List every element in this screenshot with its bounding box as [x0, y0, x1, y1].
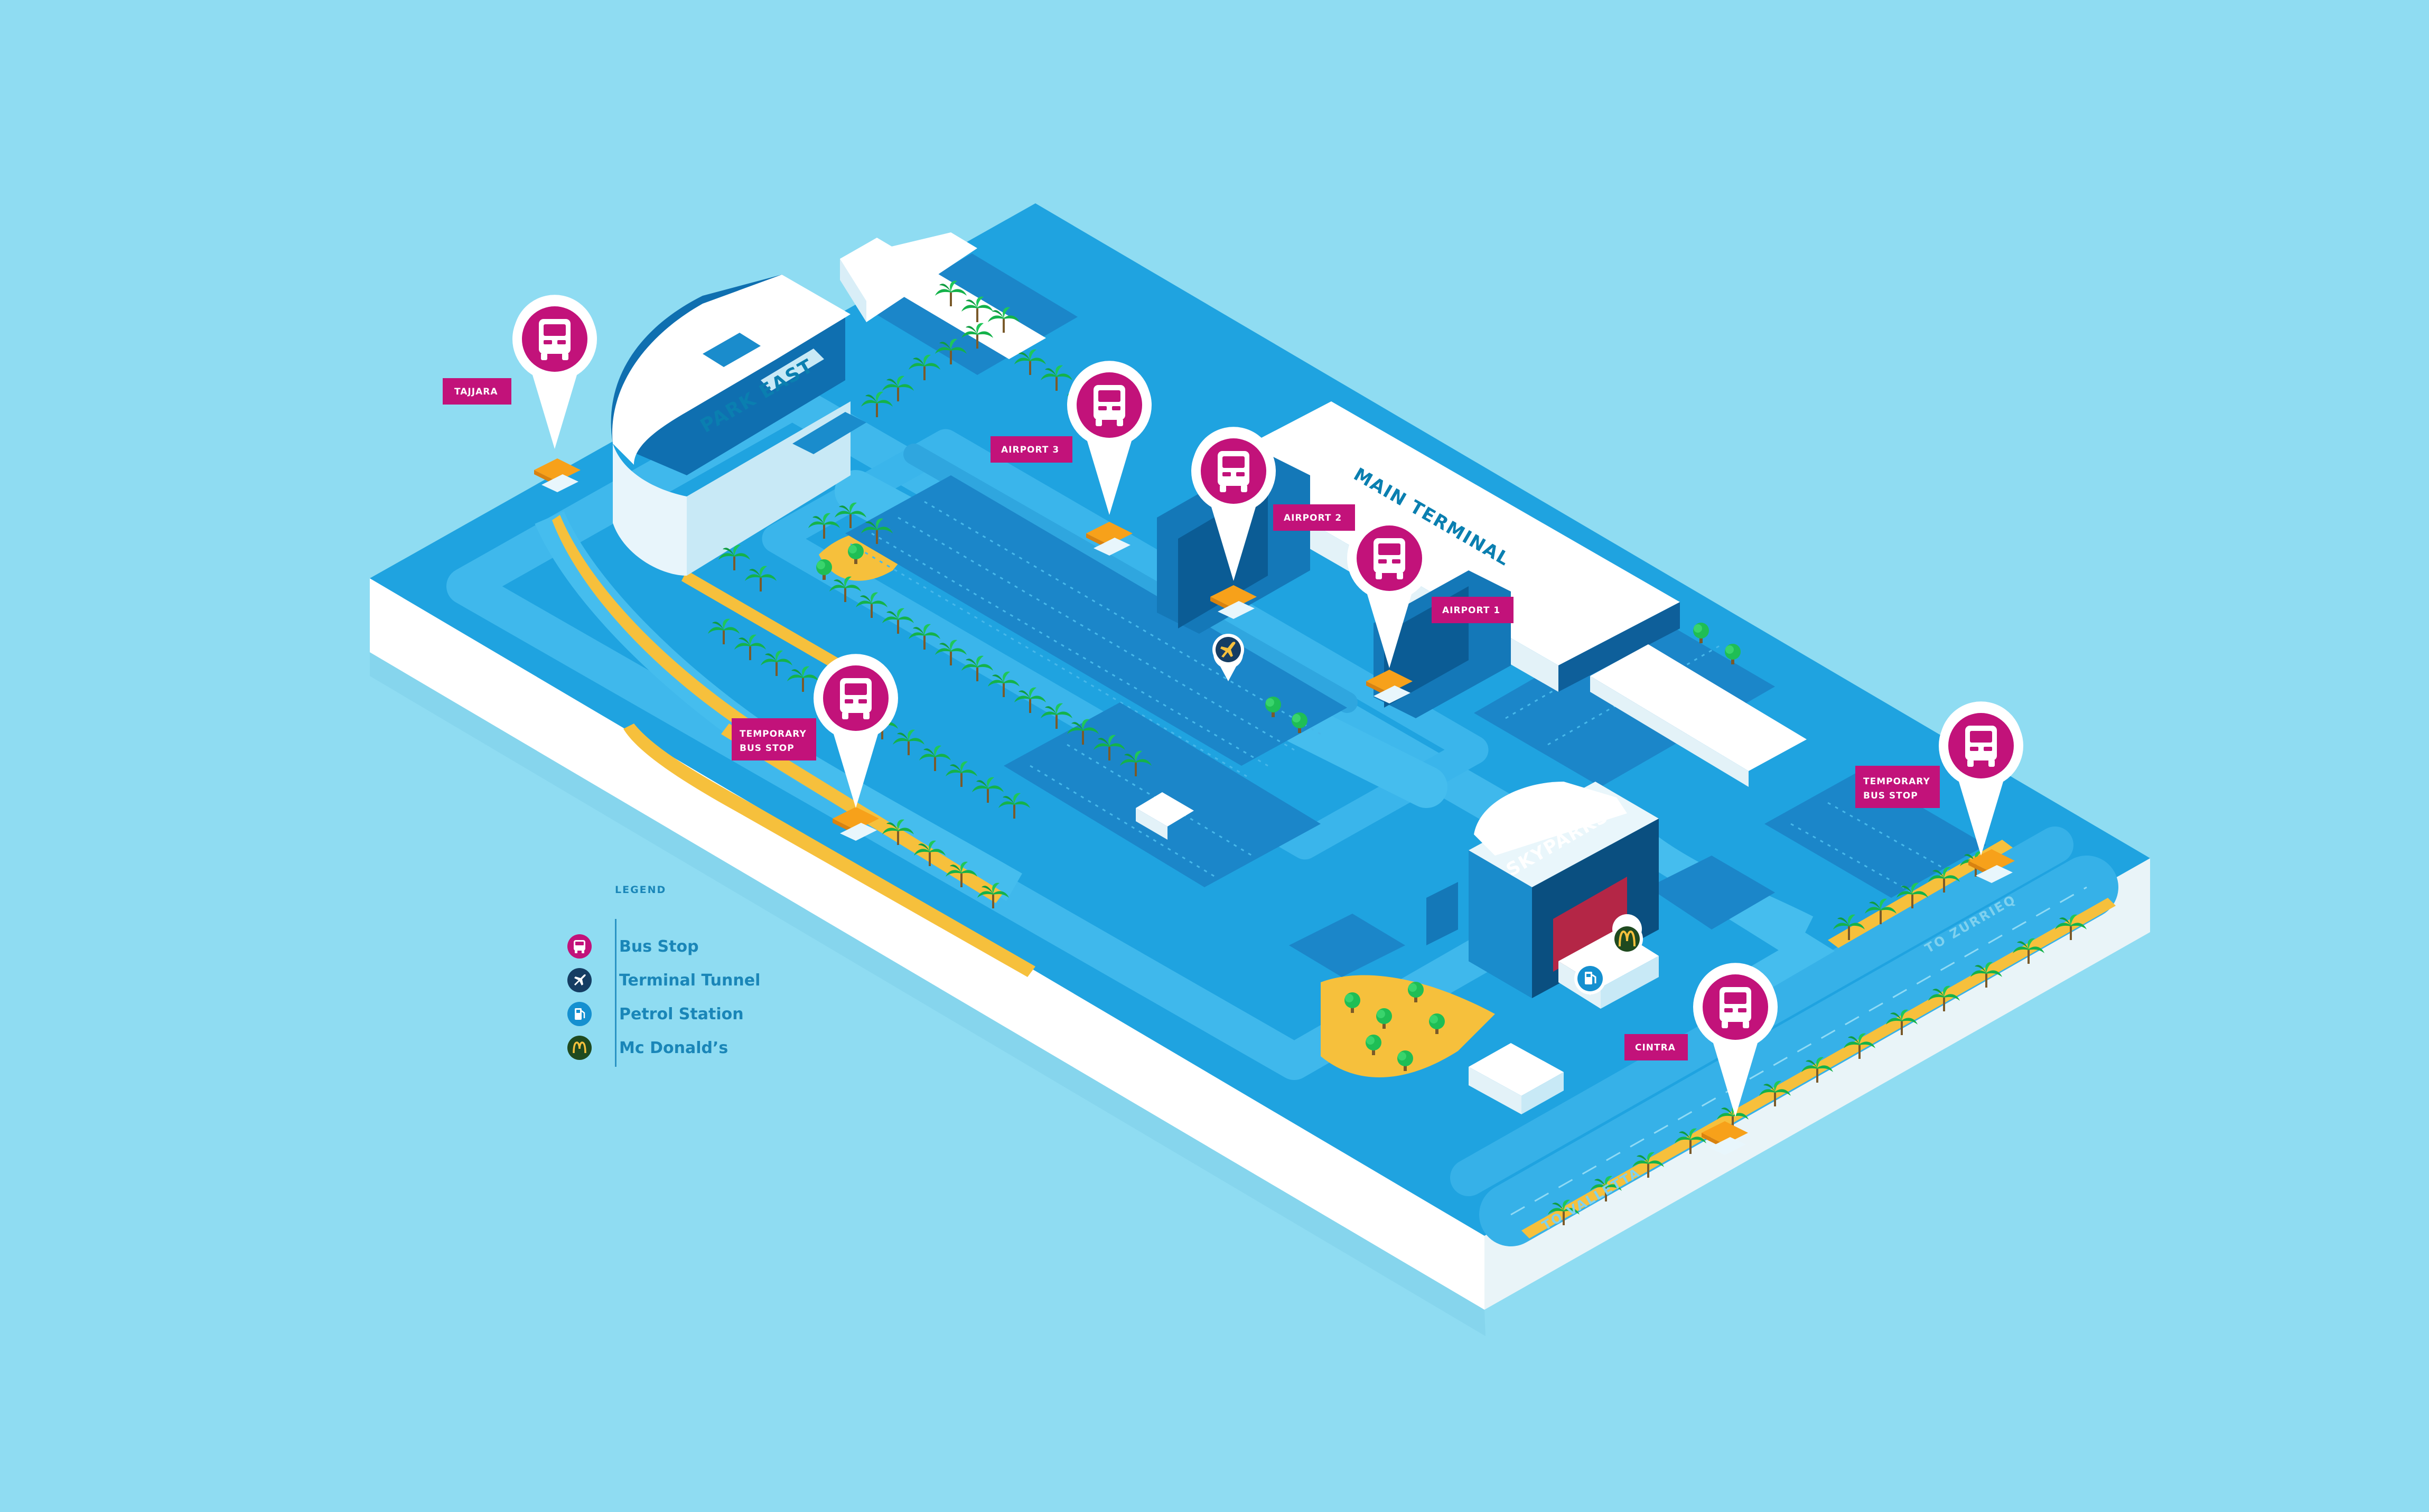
mcdonalds-marker[interactable] — [1611, 914, 1643, 956]
legend-label: Bus Stop — [619, 937, 699, 956]
bus-stop-label: TAJJARA — [454, 387, 498, 397]
bus-stop-label: CINTRA — [1635, 1043, 1676, 1053]
bus-stop-label-line1: TEMPORARY — [1863, 776, 1930, 787]
bus-stop-label: AIRPORT 1 — [1442, 605, 1500, 616]
legend-divider — [615, 919, 616, 1067]
petrol-station-marker[interactable] — [1574, 954, 1606, 996]
bus-stop-tajjara[interactable]: TAJJARA — [443, 295, 597, 449]
mcdonalds-arches-icon — [1619, 930, 1636, 947]
bus-stop-label-box — [1273, 504, 1355, 531]
bus-stop-temporary-right[interactable]: TEMPORARY BUS STOP — [1855, 701, 2023, 856]
bus-stop-airport-3[interactable]: AIRPORT 3 — [991, 361, 1152, 515]
bus-stop-label-line2: BUS STOP — [1863, 791, 1918, 801]
terminal-tunnel-marker[interactable] — [1212, 634, 1244, 681]
bus-icon — [512, 295, 597, 449]
plane-icon — [567, 968, 592, 992]
legend-item-bus-stop: Bus Stop — [567, 929, 699, 963]
bus-stop-label-box — [991, 436, 1072, 463]
bus-icon — [567, 934, 592, 959]
mcdonalds-arches-icon — [567, 1036, 592, 1060]
bus-stop-label-box — [1432, 597, 1514, 623]
bus-stop-temporary-left[interactable]: TEMPORARY BUS STOP — [732, 654, 898, 808]
legend-label: Petrol Station — [619, 1004, 744, 1023]
legend-item-petrol-station: Petrol Station — [567, 997, 744, 1031]
buildings — [611, 232, 1807, 1114]
legend-label: Mc Donald’s — [619, 1038, 728, 1057]
bus-stop-airport-2[interactable]: AIRPORT 2 — [1191, 427, 1355, 581]
bus-stop-label: AIRPORT 3 — [1001, 445, 1059, 455]
bus-stop-cintra[interactable]: CINTRA — [1624, 963, 1778, 1117]
bus-stop-label-box — [443, 378, 511, 405]
legend: LEGEND Bus Stop Terminal Tunnel — [560, 877, 835, 1067]
bus-stop-label-line2: BUS STOP — [740, 743, 795, 754]
bus-stop-label-line1: TEMPORARY — [740, 729, 807, 739]
bus-stop-airport-1[interactable]: AIRPORT 1 — [1347, 514, 1514, 668]
bus-stop-label-box — [732, 718, 816, 760]
bus-stop-label-box — [1855, 766, 1940, 808]
legend-item-mcdonalds: Mc Donald’s — [567, 1031, 728, 1065]
legend-title: LEGEND — [615, 884, 667, 896]
plane-icon — [1220, 642, 1236, 658]
fuel-pump-icon — [1585, 972, 1596, 984]
fuel-pump-icon — [567, 1002, 592, 1026]
bus-stop-label-box — [1624, 1034, 1688, 1060]
legend-item-terminal-tunnel: Terminal Tunnel — [567, 963, 760, 997]
legend-label: Terminal Tunnel — [619, 971, 761, 990]
bus-stop-label: AIRPORT 2 — [1284, 513, 1342, 523]
